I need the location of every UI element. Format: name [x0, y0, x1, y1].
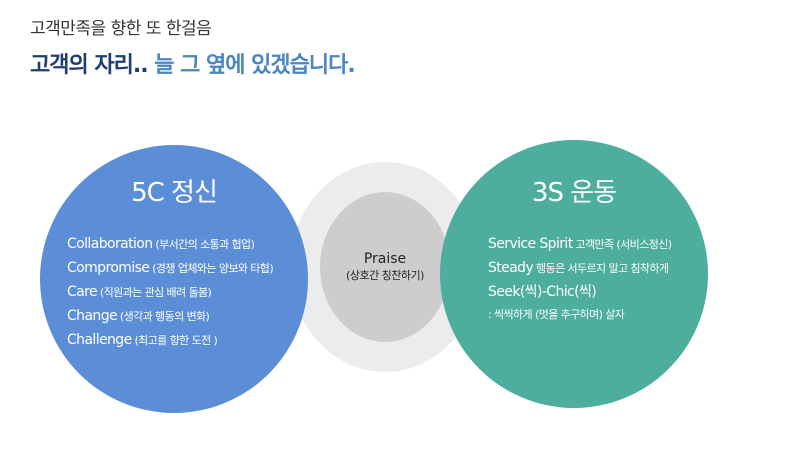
center-circle: [320, 192, 450, 342]
header-title-light: 늘 그 옆에 있겠습니다.: [147, 53, 356, 78]
center-subtitle: (상호간 칭찬하기): [346, 269, 424, 282]
header-title: 고객의 자리.. 늘 그 옆에 있겠습니다.: [30, 47, 356, 79]
item-term: Service Spirit: [488, 236, 573, 252]
header-subtitle: 고객만족을 향한 또 한걸음: [30, 19, 212, 39]
item-term: Challenge: [67, 332, 132, 348]
item-term: Seek(씩)-Chic(씩): [488, 284, 597, 300]
right-circle-list: Service Spirit 고객만족 (서비스정신) Steady 행동은 서…: [488, 231, 672, 327]
item-desc: (직원과는 관심 배려 돌봄): [97, 286, 212, 299]
center-title: Praise: [363, 251, 407, 267]
list-item: Seek(씩)-Chic(씩): [488, 279, 671, 303]
item-desc: 행동은 서두르지 말고 침착하게: [533, 262, 669, 275]
item-term: Compromise: [67, 260, 150, 276]
item-desc: 고객만족 (서비스정신): [572, 238, 672, 251]
item-term: Care: [67, 284, 98, 300]
left-circle-list: Collaboration (부서간의 소통과 협업) Compromise (…: [67, 231, 274, 351]
item-term: Steady: [488, 260, 534, 276]
right-circle: [440, 140, 708, 408]
right-circle-title: 3S 운동: [531, 178, 617, 208]
list-item: Care (직원과는 관심 배려 돌봄): [67, 279, 273, 303]
item-desc: (최고를 향한 도전 ): [131, 334, 218, 347]
list-item: Challenge (최고를 향한 도전 ): [67, 327, 273, 351]
list-item: Service Spirit 고객만족 (서비스정신): [488, 231, 672, 255]
item-term: Collaboration: [67, 236, 153, 252]
list-note: : 씩씩하게 (멋을 추구하며) 살자: [488, 308, 625, 321]
list-item: Collaboration (부서간의 소통과 협업): [67, 231, 273, 255]
left-circle: [40, 145, 308, 413]
item-desc: (경쟁 업체와는 양보와 타협): [149, 262, 274, 275]
header-title-dark: 고객의 자리..: [30, 53, 149, 78]
item-desc: (부서간의 소통과 협업): [152, 238, 255, 251]
item-desc: (생각과 행동의 변화): [117, 310, 210, 323]
center-text: Praise (상호간 칭찬하기): [320, 250, 450, 284]
list-item: Compromise (경쟁 업체와는 양보와 타협): [67, 255, 274, 279]
list-item: Steady 행동은 서두르지 말고 침착하게: [488, 255, 671, 279]
left-circle-title: 5C 정신: [131, 178, 218, 208]
list-item: Change (생각과 행동의 변화): [67, 303, 273, 327]
item-term: Change: [67, 308, 118, 324]
